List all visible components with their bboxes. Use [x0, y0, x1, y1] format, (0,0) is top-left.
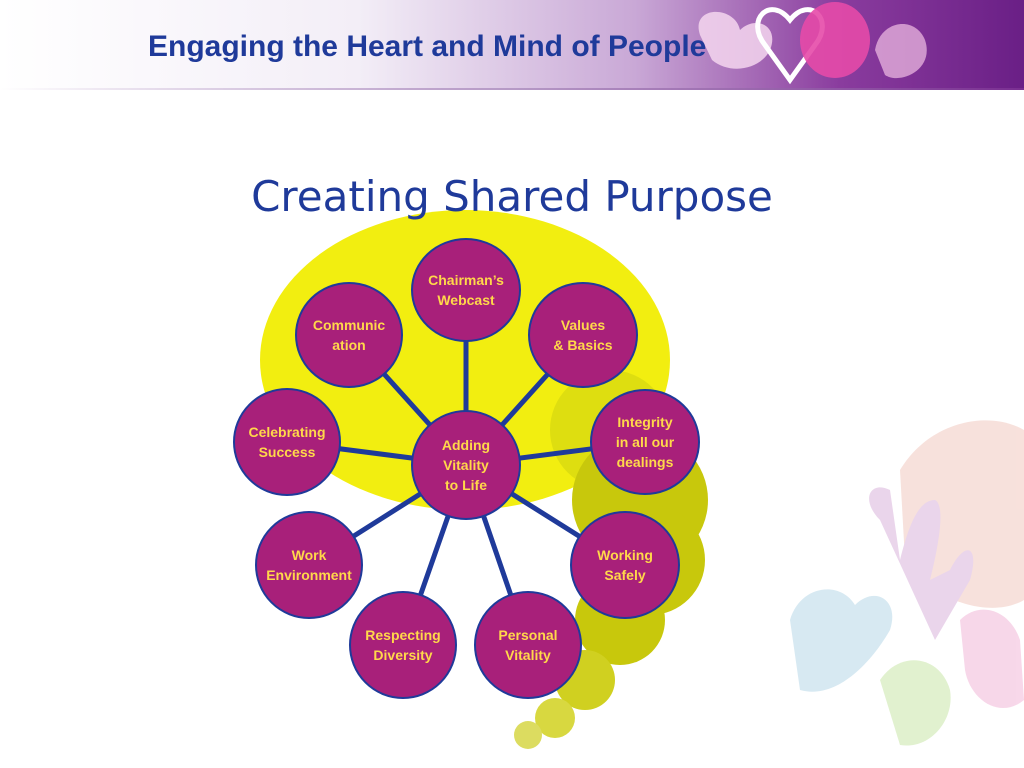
node-label: Chairman’s Webcast	[428, 272, 504, 308]
node-respecting-diversity: Respecting Diversity	[349, 591, 457, 699]
slide-title: Creating Shared Purpose	[251, 172, 773, 221]
node-personal-vitality: Personal Vitality	[474, 591, 582, 699]
node-communication: Communic ation	[295, 282, 403, 388]
node-integrity: Integrity in all our dealings	[590, 389, 700, 495]
node-label: Values & Basics	[553, 317, 613, 353]
header-ornament	[698, 2, 927, 85]
side-ornament	[790, 420, 1024, 746]
node-celebrating-success: Celebrating Success	[233, 388, 341, 496]
node-label: Personal Vitality	[498, 627, 558, 663]
node-label: Work Environment	[266, 547, 352, 583]
node-working-safely: Working Safely	[570, 511, 680, 619]
node-label: Working Safely	[597, 547, 653, 583]
header-divider	[0, 88, 1024, 90]
node-label: Respecting Diversity	[365, 627, 441, 663]
node-values-basics: Values & Basics	[528, 282, 638, 388]
header-title: Engaging the Heart and Mind of People	[148, 30, 707, 63]
node-chairmans-webcast: Chairman’s Webcast	[411, 238, 521, 342]
hub-node: Adding Vitality to Life	[411, 410, 521, 520]
node-label: Communic ation	[312, 317, 386, 353]
node-work-environment: Work Environment	[255, 511, 363, 619]
node-label: Integrity in all our dealings	[615, 414, 675, 470]
hub-node-label: Adding Vitality to Life	[441, 437, 491, 493]
node-label: Celebrating Success	[248, 424, 326, 460]
